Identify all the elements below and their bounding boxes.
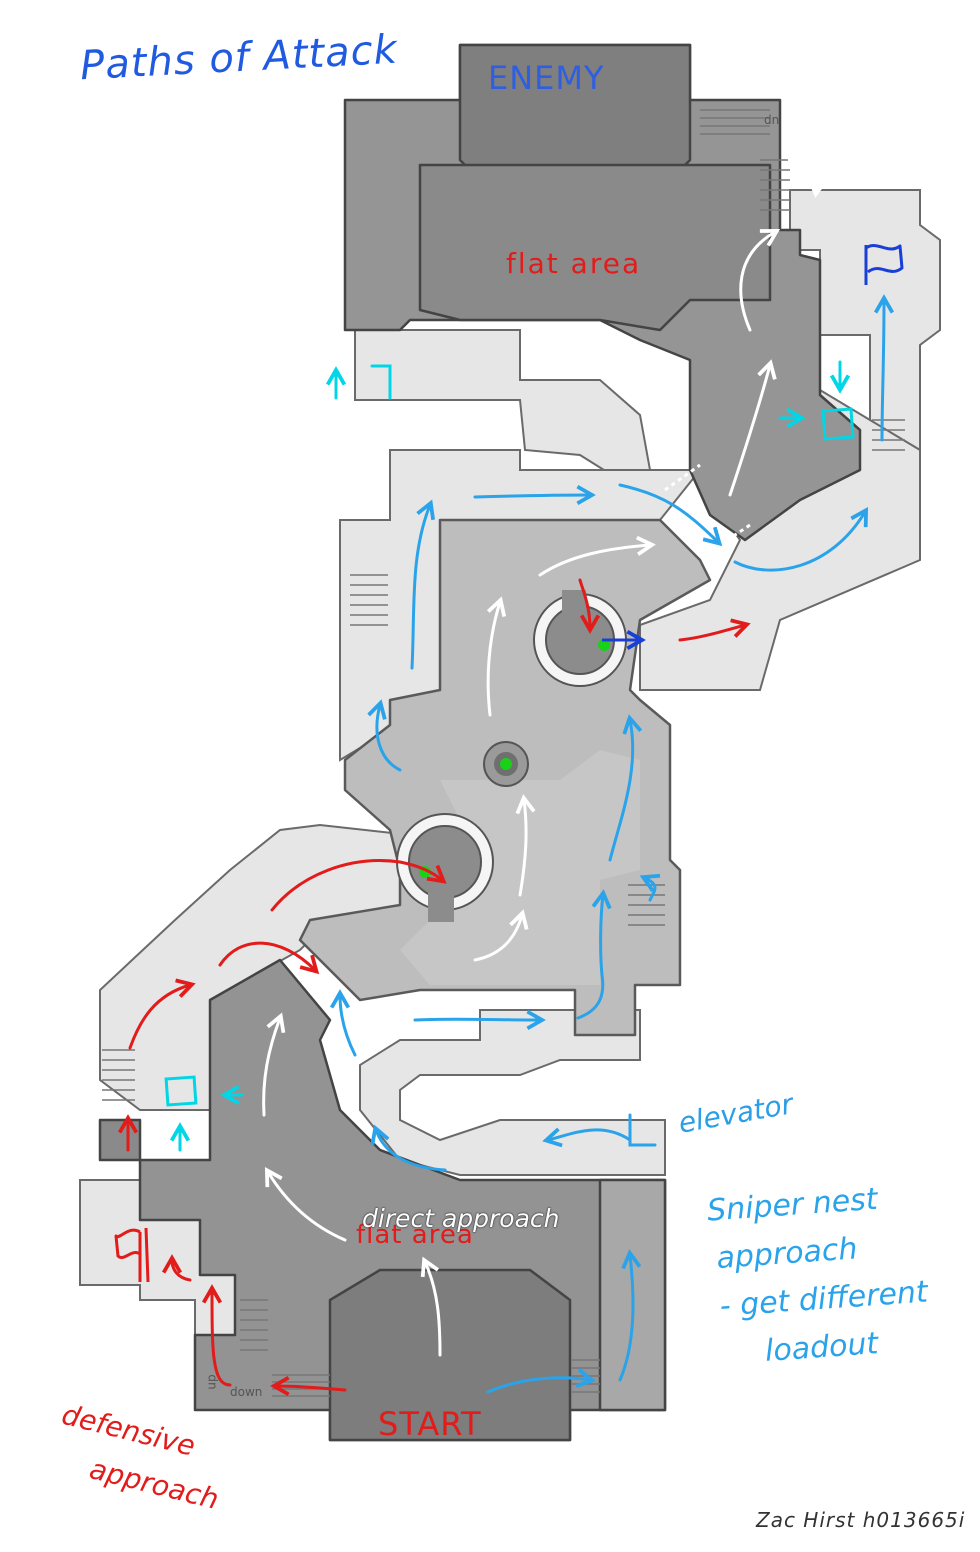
spawn-point-icon [598, 639, 610, 651]
flat-area-top-label: flat area [506, 247, 642, 280]
pillar-upper [533, 590, 627, 687]
objective-square-icon [821, 407, 855, 441]
stairs-up-label: up [204, 1374, 219, 1390]
start-building [98, 958, 667, 1442]
direct-approach-label: direct approach [362, 1204, 560, 1233]
enemy-label: ENEMY [488, 59, 605, 97]
stairs-down-label: down [230, 1385, 263, 1399]
start-label: START [378, 1405, 482, 1443]
enemy-flag-icon [864, 244, 904, 285]
doorways [283, 463, 751, 1022]
player-flag-icon [114, 1227, 150, 1283]
flat-area-bottom-label: flat area [356, 1220, 474, 1250]
sniper-approach-note: Sniper nest approach - get different loa… [706, 1173, 933, 1379]
stairs-up-label: up [764, 114, 780, 128]
enemy-building [343, 43, 862, 542]
objective-markers [164, 360, 855, 1152]
objective-square-icon [164, 1075, 198, 1107]
spawn-point-icon [500, 758, 512, 770]
defensive-path [117, 578, 751, 1397]
author-signature: Zac Hirst h013665i [756, 1508, 966, 1532]
direct-path [262, 128, 828, 1357]
sniper-path [329, 294, 895, 1394]
